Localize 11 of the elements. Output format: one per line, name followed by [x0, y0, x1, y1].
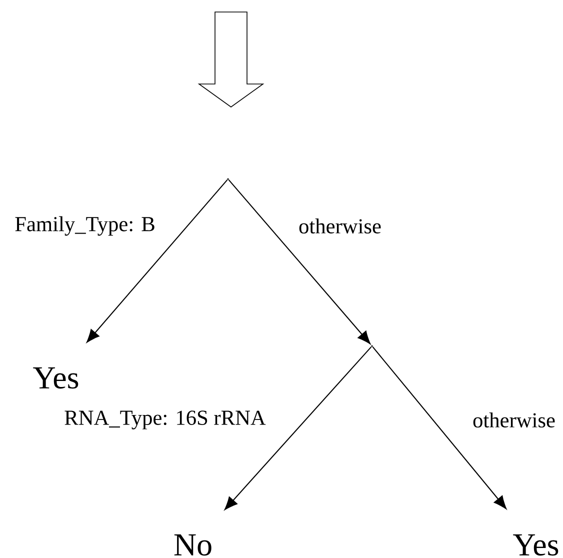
arrow	[86, 179, 228, 343]
edge-label: Family_Type: B	[13, 214, 157, 238]
edge-label: otherwise	[297, 217, 383, 235]
edge-label: otherwise	[471, 411, 557, 429]
edge-label: RNA_Type: 16S rRNA	[62, 409, 268, 431]
arrow	[228, 179, 371, 344]
leaf-label: Yes	[33, 367, 78, 389]
arrow	[372, 346, 507, 510]
arrow	[224, 346, 372, 510]
leaf-label: Yes	[513, 534, 558, 556]
leaf-label: No	[174, 534, 212, 556]
